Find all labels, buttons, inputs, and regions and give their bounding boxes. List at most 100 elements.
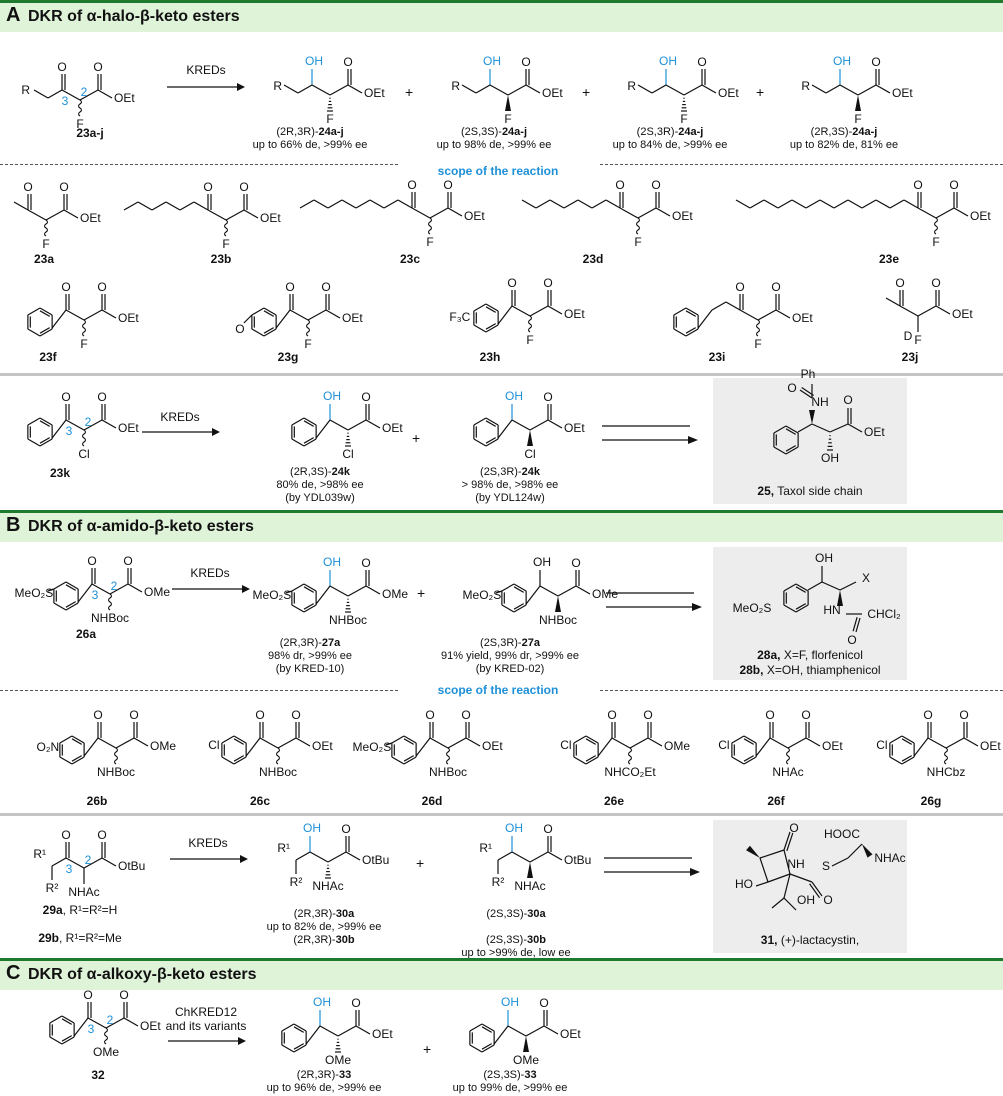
atom-label: O xyxy=(507,276,516,290)
compound-id: 23j xyxy=(901,350,919,364)
section-letter: A xyxy=(6,4,21,26)
atom-label: OEt xyxy=(718,86,739,100)
atom-label: OEt xyxy=(542,86,563,100)
atom-label: O xyxy=(949,178,958,192)
atom-label: OH xyxy=(815,551,833,565)
atom-label: O xyxy=(123,554,132,568)
atom-label: O xyxy=(461,708,470,722)
atom-label: O xyxy=(83,988,92,1002)
atom-label: O xyxy=(291,708,300,722)
atom-label: OMe xyxy=(382,587,408,601)
compound-id: 26e xyxy=(603,794,625,808)
reagent-label: KREDs xyxy=(186,63,226,77)
atom-label: R² xyxy=(290,875,303,889)
atom-label: O xyxy=(847,633,856,647)
atom-label: MeO₂S xyxy=(15,586,54,600)
atom-label: O xyxy=(93,708,102,722)
atom-label: O xyxy=(57,60,66,74)
atom-label: 3 xyxy=(66,424,73,438)
reaction-arrow xyxy=(167,83,245,91)
atom-label: OEt xyxy=(140,1019,161,1033)
atom-label: 3 xyxy=(88,1022,95,1036)
atom-label: Cl xyxy=(342,447,353,461)
atom-label: OEt xyxy=(342,311,363,325)
atom-label: OEt xyxy=(980,739,1001,753)
atom-label: OEt xyxy=(312,739,333,753)
compound-id: 23b xyxy=(210,252,232,266)
atom-label: NHAc xyxy=(312,879,343,893)
atom-label: NHBoc xyxy=(97,765,135,779)
section-a-header: A DKR of α-halo-β-keto esters xyxy=(0,0,1003,32)
atom-label: F xyxy=(426,235,433,249)
plus-sign: + xyxy=(582,84,591,100)
multistep-arrow xyxy=(602,425,698,444)
atom-label: 2 xyxy=(85,853,92,867)
atom-label: O xyxy=(931,276,940,290)
atom-label: O xyxy=(735,280,744,294)
atom-label: F xyxy=(76,117,83,131)
atom-label: 2 xyxy=(111,579,118,593)
atom-label: O xyxy=(97,280,106,294)
atom-label: O xyxy=(425,708,434,722)
compound-id: 26a xyxy=(75,627,97,641)
compound-id: 23f xyxy=(39,350,57,364)
compound-id: 26f xyxy=(767,794,785,808)
compound-id: 23e xyxy=(878,252,900,266)
compound-id: 23c xyxy=(399,252,421,266)
target-caption: 28a, X=F, florfenicol 28b, X=OH, thiamph… xyxy=(739,648,881,677)
section-title: DKR of α-amido-β-keto esters xyxy=(28,518,254,535)
atom-label: 3 xyxy=(92,588,99,602)
atom-label: O xyxy=(119,988,128,1002)
atom-label: OtBu xyxy=(118,859,145,873)
atom-label: R xyxy=(451,79,460,93)
atom-label: O xyxy=(23,180,32,194)
atom-label: O xyxy=(407,178,416,192)
atom-label: O xyxy=(361,556,370,570)
atom-label: OEt xyxy=(464,209,485,223)
atom-label: Cl xyxy=(208,738,219,752)
atom-label: O xyxy=(97,828,106,842)
atom-label: O xyxy=(543,276,552,290)
reaction-arrow xyxy=(142,428,220,436)
atom-label: NHCbz xyxy=(927,765,966,779)
atom-label: D xyxy=(904,329,913,343)
atom-label: OH xyxy=(833,54,851,68)
reagent-label: KREDs xyxy=(160,410,200,424)
compound-id: 23h xyxy=(479,350,501,364)
plus-sign: + xyxy=(416,855,425,871)
product-label: (2S,3S)-30a xyxy=(486,908,546,920)
atom-label: OtBu xyxy=(362,853,389,867)
atom-label: HN xyxy=(823,603,840,617)
atom-label: O xyxy=(543,390,552,404)
compound-id: 23g xyxy=(277,350,299,364)
atom-label: OEt xyxy=(952,307,973,321)
atom-label: Cl xyxy=(524,447,535,461)
atom-label: O xyxy=(871,55,880,69)
atom-label: OEt xyxy=(864,425,885,439)
atom-label: O xyxy=(923,708,932,722)
atom-label: O₂N xyxy=(37,740,60,754)
atom-label: F xyxy=(222,237,229,251)
atom-label: OH xyxy=(659,54,677,68)
atom-label: Cl xyxy=(560,738,571,752)
atom-label: O xyxy=(543,822,552,836)
target-caption: 31, (+)-lactacystin, xyxy=(760,933,860,947)
